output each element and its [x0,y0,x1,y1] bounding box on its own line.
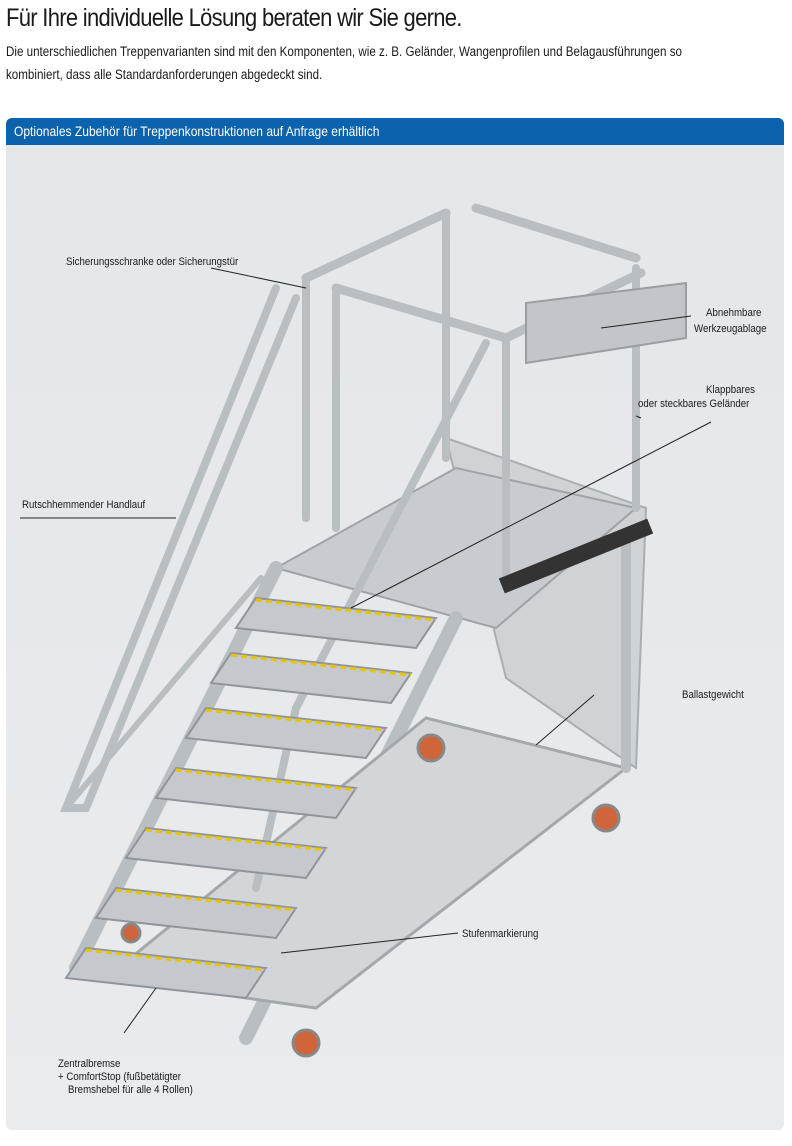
label-klapp-2: oder steckbares Geländer [638,398,750,410]
label-werkzeug-1: Abnehmbare [706,307,762,319]
label-stufenmarkierung: Stufenmarkierung [462,928,539,940]
panel-header: Optionales Zubehör für Treppenkonstrukti… [6,118,784,145]
label-bremse-2: + ComfortStop (fußbetätigter [58,1071,181,1083]
label-klapp-1: Klappbares [706,384,755,396]
wheels [120,733,621,1058]
label-handlauf: Rutschhemmender Handlauf [22,499,146,511]
label-werkzeug-2: Werkzeugablage [694,323,767,335]
label-bremse-1: Zentralbremse [58,1058,121,1070]
accessories-panel: Optionales Zubehör für Treppenkonstrukti… [6,118,784,1130]
panel-title: Optionales Zubehör für Treppenkonstrukti… [14,123,380,139]
rolling-stair-illustration [20,203,712,1058]
label-bremse-3: Bremshebel für alle 4 Rollen) [68,1084,193,1096]
label-ballast: Ballastgewicht [682,689,744,701]
stair-steps [64,596,438,1000]
intro-text: Die unterschiedlichen Treppenvarianten s… [6,44,682,82]
ballast-weight [498,518,654,594]
label-sicherungsschranke: Sicherungsschranke oder Sicherungstür [66,256,239,268]
page-title: Für Ihre individuelle Lösung beraten wir… [6,4,462,32]
